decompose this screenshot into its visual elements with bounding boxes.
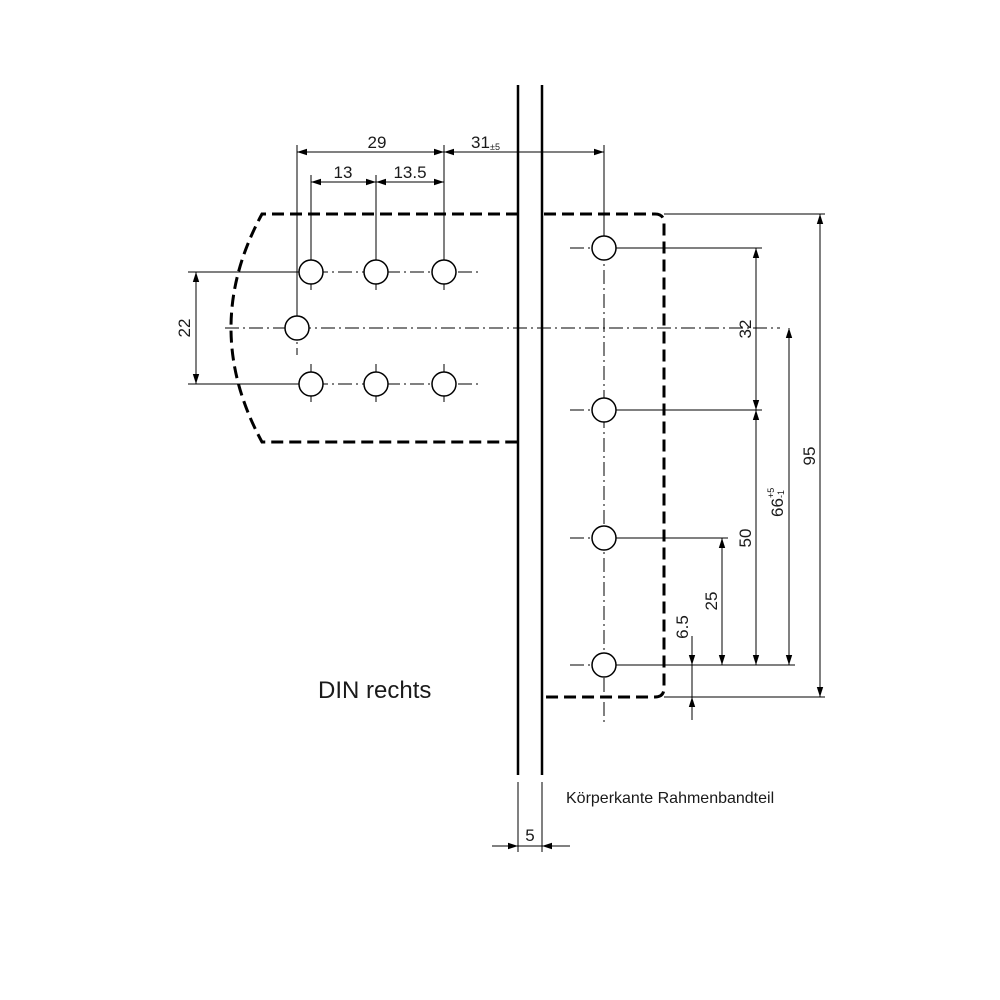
- hole: [298, 371, 324, 397]
- dimension-6-5-label: 6.5: [673, 615, 692, 639]
- dimension-66: 66 +5 -1: [766, 328, 793, 665]
- dimension-32-label: 32: [736, 320, 755, 339]
- hole: [431, 259, 457, 285]
- dimension-32: 32: [736, 248, 760, 410]
- dimension-95-label: 95: [800, 447, 819, 466]
- dimension-50: 50: [736, 410, 760, 665]
- hole: [431, 371, 457, 397]
- dimension-31-tolerance: ±5: [490, 142, 500, 152]
- door-plate-holes: [284, 259, 457, 397]
- hole: [363, 371, 389, 397]
- dimension-50-label: 50: [736, 529, 755, 548]
- din-rechts-label: DIN rechts: [318, 677, 431, 704]
- dimension-25: 25: [702, 538, 726, 665]
- hole: [591, 525, 617, 551]
- dimension-25-label: 25: [702, 592, 721, 611]
- frame-edge-lines: [516, 85, 544, 775]
- hole: [591, 397, 617, 423]
- hole: [298, 259, 324, 285]
- dimension-22-label: 22: [175, 319, 194, 338]
- dimension-6-5: 6.5: [673, 615, 696, 720]
- frame-edge-label: Körperkante Rahmenbandteil: [566, 790, 774, 807]
- dimension-66-tolerance-lower: -1: [776, 490, 786, 498]
- dimension-95: 95: [800, 214, 824, 697]
- hole: [284, 315, 310, 341]
- dimension-22: 22: [175, 271, 299, 385]
- top-extension-lines: [296, 145, 605, 316]
- door-hinge-plate-outline: [229, 212, 518, 444]
- dimension-5: 5: [492, 782, 570, 852]
- frame-plate-holes: [591, 235, 617, 678]
- dimension-13-label: 13: [334, 163, 353, 182]
- dimension-5-label: 5: [525, 826, 534, 845]
- hole: [591, 235, 617, 261]
- dimension-66-tolerance-upper: +5: [766, 488, 776, 498]
- right-extension-lines: [616, 213, 825, 698]
- dimension-31: 31 ±5: [444, 133, 604, 156]
- dimension-66-label: 66: [768, 498, 787, 517]
- dimension-29: 29: [297, 133, 444, 156]
- hole: [591, 652, 617, 678]
- dimension-13-5-label: 13.5: [393, 163, 426, 182]
- dimension-29-label: 29: [368, 133, 387, 152]
- dimension-13: 13 13.5: [311, 163, 444, 186]
- dimension-31-label: 31: [471, 133, 490, 152]
- hole: [363, 259, 389, 285]
- hole-center-stubs: [290, 247, 640, 666]
- frame-hinge-plate-outline: [544, 212, 666, 699]
